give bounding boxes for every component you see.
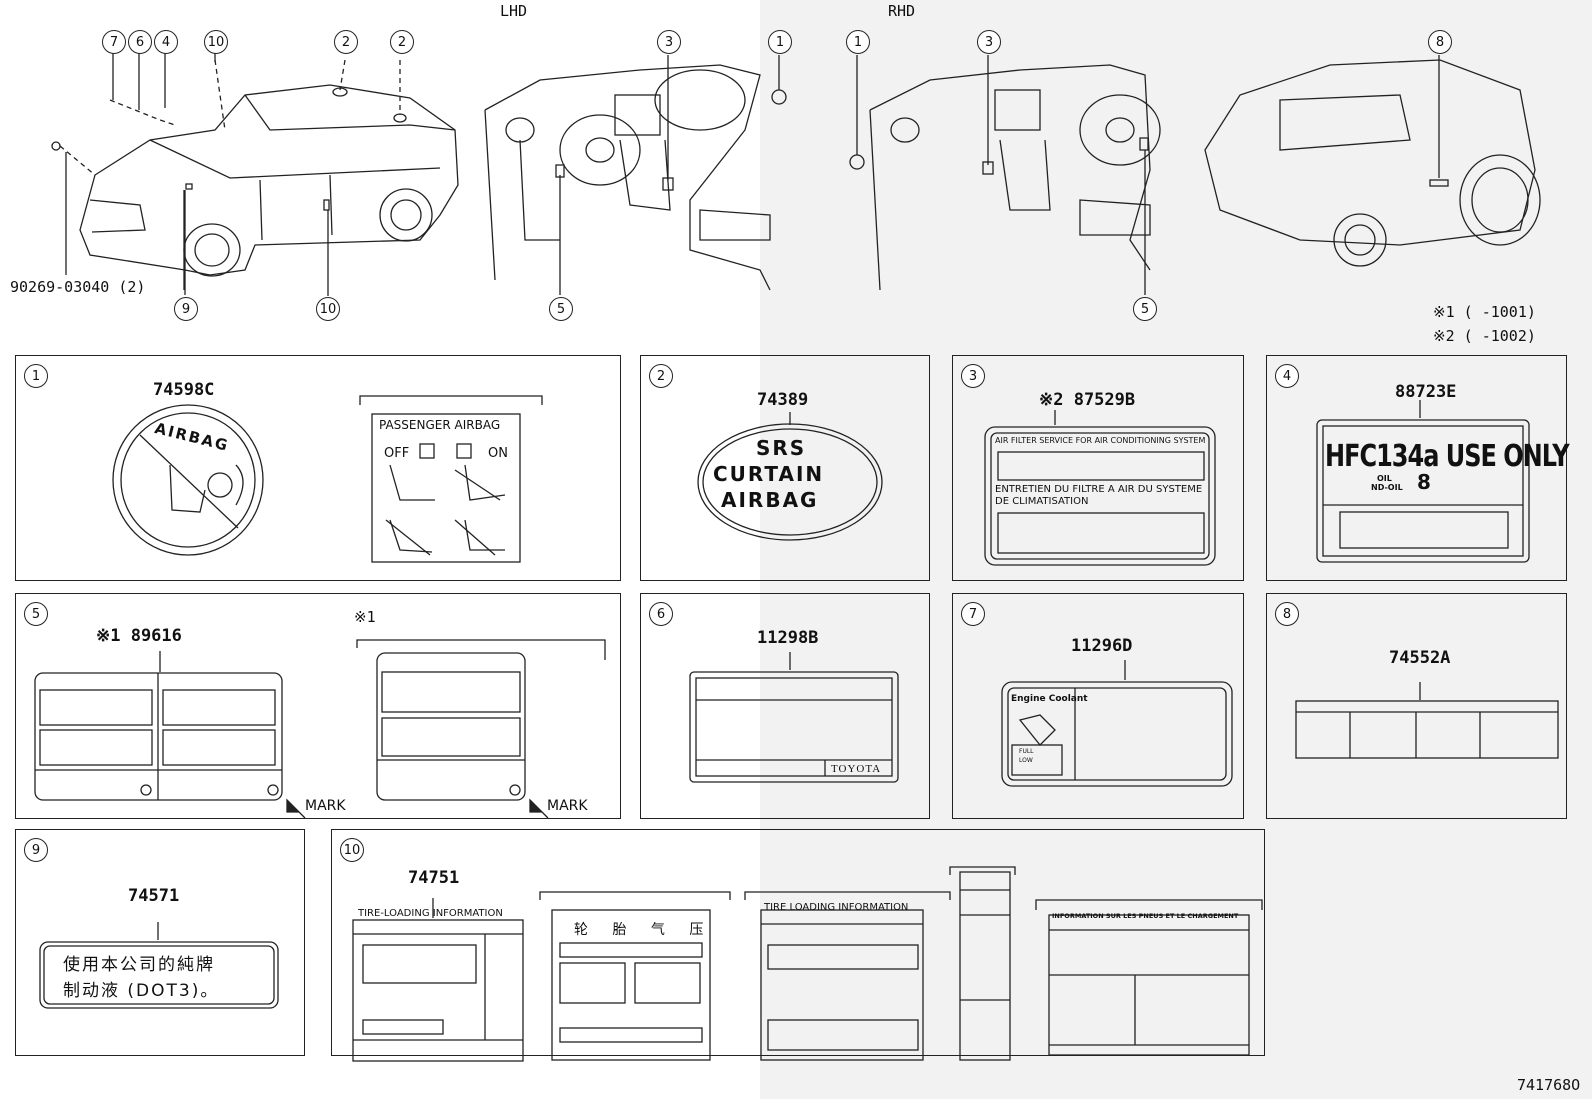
panel-9-part-number[interactable]: 74571 — [128, 886, 180, 906]
panel-7-part-number[interactable]: 11296D — [1071, 636, 1133, 656]
vehicle-rear-illustration — [1204, 55, 1541, 267]
panel-10-part-number[interactable]: 74751 — [408, 868, 460, 888]
callout-7[interactable]: 7 — [102, 30, 126, 54]
brake-fluid-line-1: 使用本公司的純牌 — [63, 955, 215, 975]
panel-7: 7 11296D Engine Coolant FULL LOW — [952, 593, 1244, 819]
low-text: LOW — [1019, 757, 1033, 764]
vehicle-exterior-illustration — [51, 59, 459, 296]
nd-oil-grade: 8 — [1417, 470, 1431, 494]
toyota-text: TOYOTA — [831, 763, 882, 775]
rear-label-drawing — [1295, 682, 1559, 759]
engine-coolant-label-drawing — [1001, 660, 1233, 787]
callout-2b[interactable]: 2 — [390, 30, 414, 54]
passenger-airbag-text: PASSENGER AIRBAG — [379, 418, 501, 432]
panel-8-number: 8 — [1275, 602, 1299, 626]
callout-2a[interactable]: 2 — [334, 30, 358, 54]
tire-loading-info-2-text: TIRE LOADING INFORMATION — [764, 902, 909, 913]
panel-7-number: 7 — [961, 602, 985, 626]
srs-curtain-airbag-drawing — [697, 412, 883, 541]
clip-part-number: 90269-03040 (2) — [10, 278, 146, 296]
nd-oil-text: ND-OIL — [1371, 483, 1403, 492]
toyota-label-drawing — [689, 652, 899, 783]
callout-10-top[interactable]: 10 — [204, 30, 228, 54]
tire-pressure-cn-text: 轮 胎 气 压 — [574, 922, 714, 938]
panel-4-number: 4 — [1275, 364, 1299, 388]
panel-1: 1 74598C AIRBAG PASSENGER AIRBAG OFF ON — [15, 355, 621, 581]
lhd-interior-illustration — [484, 55, 787, 295]
panel-4-part-number[interactable]: 88723E — [1395, 382, 1457, 402]
airbag-sticker-drawing — [112, 395, 543, 563]
panel-2-part-number[interactable]: 74389 — [757, 390, 809, 410]
tire-loading-labels-drawing — [352, 866, 1263, 1062]
curtain-text: CURTAIN — [713, 462, 825, 486]
rhd-label: RHD — [888, 2, 916, 20]
panel-10: 10 74751 TIRE-LOADING INFORMATION 轮 胎 气 … — [331, 829, 1265, 1056]
airbag-text: AIRBAG — [152, 419, 232, 455]
callout-1-rhd[interactable]: 1 — [846, 30, 870, 54]
callout-1-lhd[interactable]: 1 — [768, 30, 792, 54]
panel-3-number: 3 — [961, 364, 985, 388]
panel-2-number: 2 — [649, 364, 673, 388]
callout-3-rhd[interactable]: 3 — [977, 30, 1001, 54]
note-1-bracket-label: ※1 — [354, 608, 376, 626]
callout-8[interactable]: 8 — [1428, 30, 1452, 54]
oil-text: OIL — [1377, 474, 1392, 483]
sunvisor-warning-drawing — [34, 639, 606, 819]
airbag-curtain-text: AIRBAG — [721, 488, 819, 512]
panel-5-part-number[interactable]: ※1 89616 — [96, 626, 182, 646]
panel-5: 5 ※1 89616 ※1 MARK MARK — [15, 593, 621, 819]
note-1: ※1 ( -1001) — [1433, 303, 1536, 321]
panel-2: 2 74389 SRS CURTAIN AIRBAG — [640, 355, 930, 581]
mark-label-left: MARK — [305, 798, 346, 814]
panel-3-part-number[interactable]: ※2 87529B — [1039, 390, 1136, 410]
panel-6-part-number[interactable]: 11298B — [757, 628, 819, 648]
panel-10-number: 10 — [340, 838, 364, 862]
panel-8-part-number[interactable]: 74552A — [1389, 648, 1451, 668]
note-2: ※2 ( -1002) — [1433, 327, 1536, 345]
callout-10-bottom[interactable]: 10 — [316, 297, 340, 321]
panel-5-number: 5 — [24, 602, 48, 626]
hfc134a-label-drawing — [1316, 400, 1530, 563]
full-text: FULL — [1019, 748, 1034, 755]
mark-label-right: MARK — [547, 798, 588, 814]
panel-3: 3 ※2 87529B AIR FILTER SERVICE FOR AIR C… — [952, 355, 1244, 581]
callout-3-lhd[interactable]: 3 — [657, 30, 681, 54]
brake-fluid-label-drawing — [39, 922, 279, 1009]
callout-4[interactable]: 4 — [154, 30, 178, 54]
air-filter-label-drawing — [984, 410, 1216, 566]
callout-5-lhd[interactable]: 5 — [549, 297, 573, 321]
panel-6-number: 6 — [649, 602, 673, 626]
hfc134a-text: HFC134a USE ONLY — [1325, 438, 1570, 474]
on-text: ON — [488, 446, 508, 461]
panel-4: 4 88723E HFC134a USE ONLY OIL ND-OIL 8 — [1266, 355, 1570, 581]
callout-5-rhd[interactable]: 5 — [1133, 297, 1157, 321]
panel-1-number: 1 — [24, 364, 48, 388]
entretien-text: ENTRETIEN DU FILTRE A AIR DU SYSTEME — [995, 484, 1203, 495]
off-text: OFF — [384, 446, 410, 461]
callout-6[interactable]: 6 — [128, 30, 152, 54]
information-pneus-text: INFORMATION SUR LES PNEUS ET LE CHARGEME… — [1052, 912, 1239, 920]
brake-fluid-line-2: 制动液 (DOT3)。 — [63, 981, 220, 1001]
background-shade — [760, 0, 1592, 1099]
lhd-label: LHD — [500, 2, 528, 20]
callout-9[interactable]: 9 — [174, 297, 198, 321]
air-filter-service-text: AIR FILTER SERVICE FOR AIR CONDITIONING … — [995, 436, 1206, 445]
panel-1-part-number[interactable]: 74598C — [153, 380, 215, 400]
engine-coolant-text: Engine Coolant — [1011, 694, 1088, 704]
panel-9-number: 9 — [24, 838, 48, 862]
srs-text: SRS — [756, 436, 807, 460]
rhd-interior-illustration — [849, 55, 1161, 295]
panel-9: 9 74571 使用本公司的純牌 制动液 (DOT3)。 — [15, 829, 305, 1056]
climatisation-text: DE CLIMATISATION — [995, 496, 1089, 507]
tire-loading-info-text: TIRE-LOADING INFORMATION — [358, 908, 503, 919]
panel-8: 8 74552A — [1266, 593, 1567, 819]
panel-6: 6 11298B TOYOTA — [640, 593, 930, 819]
figure-id: 741768O — [1517, 1076, 1581, 1094]
